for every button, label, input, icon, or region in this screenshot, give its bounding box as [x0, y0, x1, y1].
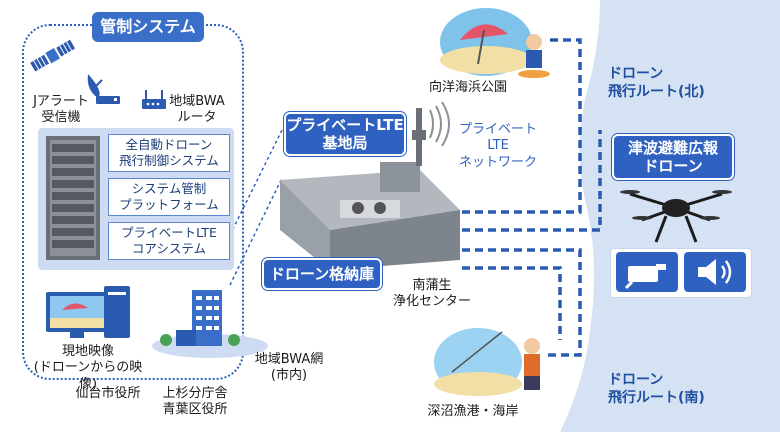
south-route-label: ドローン 飛行ルート(南): [608, 372, 705, 406]
lte-network-label: プライベート LTE ネットワーク: [458, 122, 537, 170]
speaker-icon: [684, 252, 746, 292]
lte-station-badge: プライベートLTE 基地局: [284, 112, 406, 156]
antenna-icon: [412, 101, 450, 166]
j-alert-label: Jアラート 受信機: [33, 94, 89, 126]
tsunami-drone-badge: 津波避難広報 ドローン: [612, 134, 734, 180]
north-park-label: 向洋海浜公園: [428, 80, 507, 95]
router-icon: [142, 90, 166, 109]
dish-receiver-icon: [87, 74, 120, 104]
branch-office-label: 上杉分庁舎 青葉区役所: [162, 386, 228, 418]
live-video-label: 現地映像 (ドローンからの映像): [33, 344, 143, 392]
city-buildings-icon: [152, 290, 268, 358]
bwa-router-label: 地域BWA ルータ: [169, 94, 225, 126]
lte-core-module: プライベートLTE コアシステム: [108, 222, 230, 260]
city-hall-label: 仙台市役所: [75, 386, 141, 401]
flight-control-module: 全自動ドローン 飛行制御システム: [108, 134, 230, 172]
server-rack-icon: [46, 136, 100, 260]
south-port-label: 深沼漁港・海岸: [427, 404, 519, 419]
fishing-scene-south: [434, 328, 540, 396]
satellite-icon: [30, 39, 76, 72]
drone-hangar-badge: ドローン格納庫: [262, 258, 382, 290]
bwa-network-label: 地域BWA網 (市内): [254, 352, 324, 384]
control-system-title: 管制システム: [92, 12, 204, 42]
camera-icon: [616, 252, 678, 292]
beach-scene-north: [440, 8, 550, 78]
platform-module: システム管制 プラットフォーム: [108, 178, 230, 216]
monitor-icon: [46, 286, 130, 338]
north-route-label: ドローン 飛行ルート(北): [608, 66, 705, 100]
facility-label: 南蒲生 浄化センター: [392, 278, 471, 310]
purification-building: [280, 162, 460, 270]
drone-icon: [620, 190, 732, 243]
